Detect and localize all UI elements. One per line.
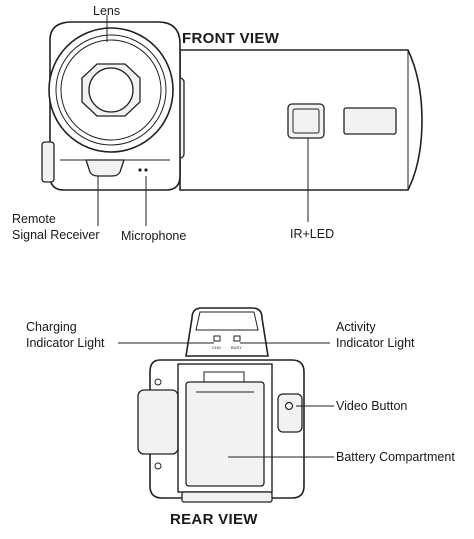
label-activity-line2: Indicator Light	[336, 336, 415, 350]
label-ir-led: IR+LED	[290, 227, 334, 241]
remote-signal-receiver	[85, 159, 125, 177]
charging-indicator-light	[213, 335, 221, 342]
lens-glass	[88, 67, 134, 113]
front-view-title: FRONT VIEW	[182, 30, 280, 47]
label-charging-line2: Indicator Light	[26, 336, 105, 350]
label-charging-line1: Charging	[26, 320, 77, 334]
activity-led-tiny-label: BUSY	[231, 345, 242, 350]
hand-strap	[137, 389, 179, 455]
charging-led-tiny-label: CHG	[212, 345, 221, 350]
microphone-hole	[138, 168, 142, 172]
label-remote-line1: Remote	[12, 212, 56, 226]
label-activity-line1: Activity	[336, 320, 376, 334]
label-battery-compartment: Battery Compartment	[336, 450, 455, 464]
rear-view: CHG BUSY Charging Indicator Light Activi…	[26, 307, 455, 528]
video-button-panel	[277, 393, 303, 433]
battery-compartment	[185, 381, 265, 487]
label-lens: Lens	[93, 4, 120, 18]
video-button	[284, 401, 294, 411]
ir-led-window	[287, 103, 325, 139]
rear-top-block	[185, 307, 269, 357]
front-display-window	[343, 107, 397, 135]
rear-base	[181, 491, 273, 503]
label-remote-line2: Signal Receiver	[12, 228, 100, 242]
rear-view-title: REAR VIEW	[170, 511, 258, 528]
label-video-button: Video Button	[336, 399, 407, 413]
label-microphone: Microphone	[121, 229, 186, 243]
front-view: FRONT VIEW Lens Remote Signal Receiver M…	[12, 4, 423, 243]
side-switch	[41, 141, 55, 183]
activity-indicator-light	[233, 335, 241, 342]
